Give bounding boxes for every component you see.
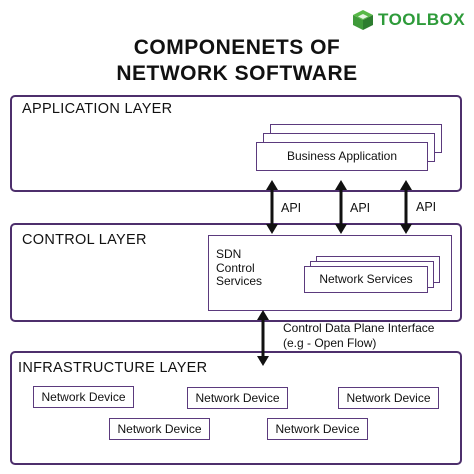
network-device-1: Network Device xyxy=(33,386,134,408)
infrastructure-layer-label: INFRASTRUCTURE LAYER xyxy=(18,360,208,376)
toolbox-logo: TOOLBOX xyxy=(352,9,465,31)
sdn-line-3: Services xyxy=(216,274,263,288)
api-label-1: API xyxy=(281,201,302,215)
api-label-3: API xyxy=(416,200,437,214)
sdn-control-services-label: SDN Control Services xyxy=(216,247,263,289)
logo-text: TOOLBOX xyxy=(378,10,466,29)
control-layer-label: CONTROL LAYER xyxy=(22,232,147,248)
network-services-box xyxy=(304,266,428,293)
network-device-5: Network Device xyxy=(267,418,368,440)
api-arrow-3 xyxy=(400,180,412,234)
interface-arrow xyxy=(257,310,269,366)
network-device-2: Network Device xyxy=(187,387,288,409)
api-arrow-1 xyxy=(266,180,278,234)
sdn-line-2: Control xyxy=(216,260,255,275)
business-application-box xyxy=(256,142,428,171)
cube-icon xyxy=(353,10,373,30)
application-layer-label: APPLICATION LAYER xyxy=(22,101,173,117)
diagram-title-line2: NETWORK SOFTWARE xyxy=(116,62,358,85)
network-device-4: Network Device xyxy=(109,418,210,440)
network-services-label: Network Services xyxy=(319,272,413,286)
api-arrow-2 xyxy=(335,180,347,234)
interface-line-2: (e.g - Open Flow) xyxy=(283,336,377,350)
control-data-plane-interface-label: Control Data Plane Interface (e.g - Open… xyxy=(283,321,434,351)
api-label-2: API xyxy=(350,201,371,215)
network-device-3: Network Device xyxy=(338,387,439,409)
sdn-line-1: SDN xyxy=(216,247,242,261)
diagram-title-line1: COMPONENETS OF xyxy=(133,36,341,59)
business-application-label: Business Application xyxy=(286,149,398,163)
interface-line-1: Control Data Plane Interface xyxy=(283,321,435,335)
